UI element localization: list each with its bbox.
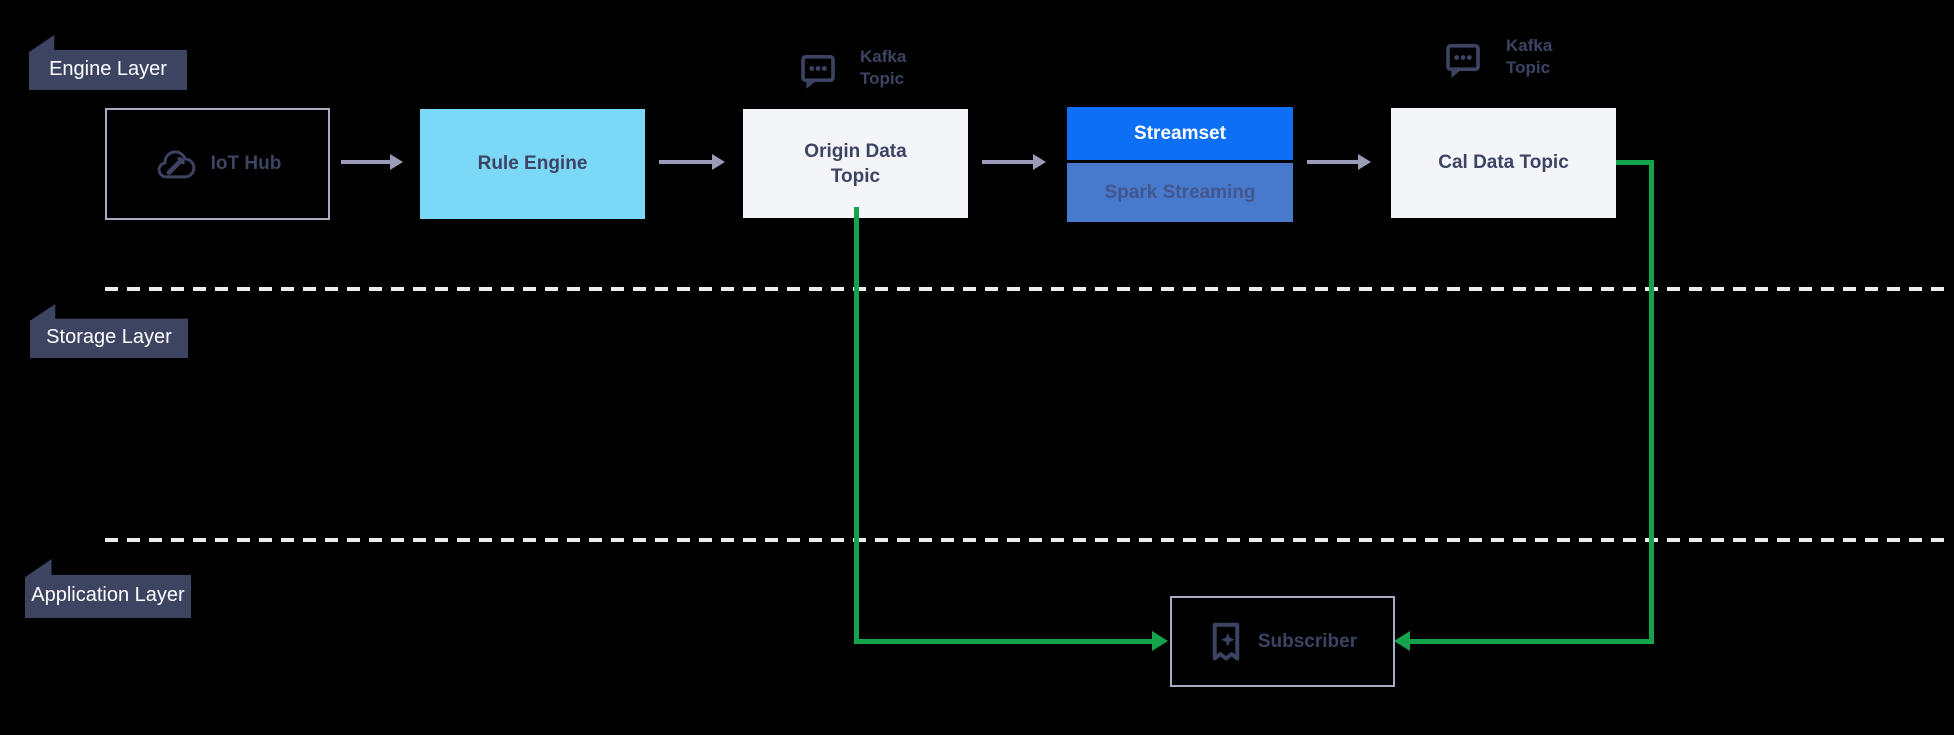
node-subscriber: Subscriber bbox=[1170, 596, 1395, 687]
green-connector-origin-vertical bbox=[854, 207, 859, 644]
flow-arrow-origin-to-streamset bbox=[982, 154, 1046, 170]
green-connector-cal-vertical bbox=[1649, 160, 1654, 644]
green-connector-origin-horizontal bbox=[854, 639, 1154, 644]
kafka-topic-annotation: Kafka Topic bbox=[860, 47, 907, 88]
layer-ribbon-storage-label: Storage Layer bbox=[46, 326, 172, 348]
arrow-shaft bbox=[659, 160, 714, 164]
green-connector-cal-horizontal-top bbox=[1616, 160, 1654, 165]
kafka-topic-annotation: Kafka Topic bbox=[1506, 36, 1553, 77]
node-cal-data-topic-label: Cal Data Topic bbox=[1438, 152, 1569, 173]
bookmark-sparkle-icon bbox=[1208, 621, 1244, 663]
green-arrow-head-icon bbox=[1152, 631, 1168, 651]
node-subscriber-label: Subscriber bbox=[1257, 630, 1358, 652]
chat-bubble-icon bbox=[1443, 40, 1483, 80]
flow-arrow-streamset-to-cal bbox=[1307, 154, 1371, 170]
arrow-shaft bbox=[341, 160, 392, 164]
flow-arrow-rule-to-origin bbox=[659, 154, 725, 170]
node-stream-processing-group: Streamset Spark Streaming bbox=[1067, 107, 1293, 222]
layer-ribbon-engine: Engine Layer bbox=[29, 35, 187, 90]
arrow-head-icon bbox=[1033, 154, 1046, 170]
node-origin-data-topic: Origin Data Topic bbox=[743, 109, 968, 218]
chat-bubble-icon bbox=[798, 51, 838, 91]
node-spark-streaming: Spark Streaming bbox=[1067, 163, 1293, 222]
layer-ribbon-engine-label: Engine Layer bbox=[49, 57, 167, 80]
arrow-shaft bbox=[982, 160, 1035, 164]
cloud-wrench-icon bbox=[154, 146, 196, 182]
node-rule-engine-label: Rule Engine bbox=[477, 153, 588, 174]
node-cal-data-topic: Cal Data Topic bbox=[1391, 108, 1616, 218]
layer-ribbon-application-label: Application Layer bbox=[31, 583, 185, 606]
node-streamset: Streamset bbox=[1067, 107, 1293, 160]
node-rule-engine: Rule Engine bbox=[420, 109, 645, 219]
green-connector-cal-horizontal-bottom bbox=[1410, 639, 1654, 644]
layer-separator-engine-storage bbox=[105, 287, 1946, 291]
node-spark-streaming-label: Spark Streaming bbox=[1104, 181, 1256, 203]
green-arrow-head-icon bbox=[1394, 631, 1410, 651]
node-streamset-label: Streamset bbox=[1134, 122, 1226, 144]
node-origin-data-topic-label: Origin Data Topic bbox=[804, 140, 907, 187]
flow-arrow-iot-to-rule bbox=[341, 154, 403, 170]
arrow-head-icon bbox=[390, 154, 403, 170]
layer-ribbon-application: Application Layer bbox=[25, 559, 191, 618]
layer-ribbon-storage: Storage Layer bbox=[30, 304, 188, 358]
arrow-shaft bbox=[1307, 160, 1360, 164]
layer-separator-storage-application bbox=[105, 538, 1946, 542]
node-iot-hub: IoT Hub bbox=[105, 108, 330, 220]
arrow-head-icon bbox=[1358, 154, 1371, 170]
arrow-head-icon bbox=[712, 154, 725, 170]
node-iot-hub-label: IoT Hub bbox=[210, 153, 282, 174]
